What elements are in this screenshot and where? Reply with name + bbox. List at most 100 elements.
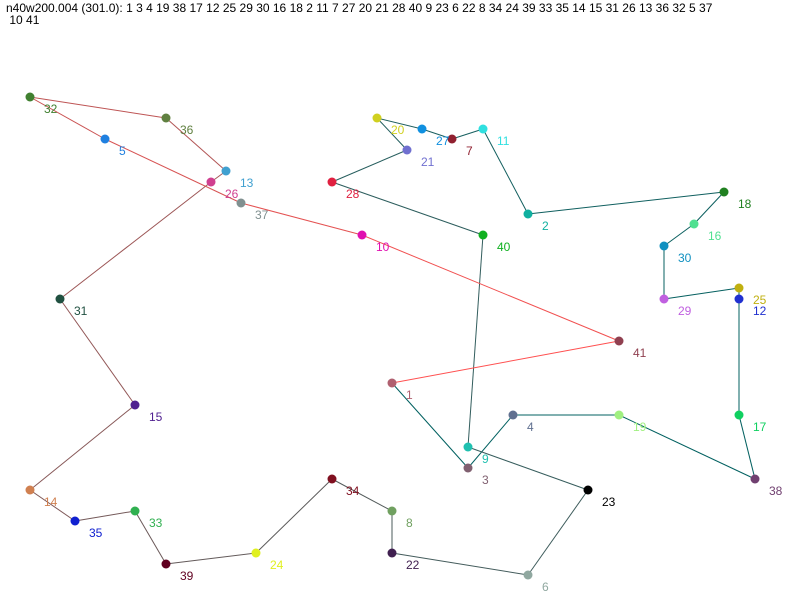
city-label: 20 <box>391 123 405 137</box>
city-label: 34 <box>346 484 360 498</box>
city-node <box>508 410 518 420</box>
tour-edge <box>376 117 423 130</box>
city-node <box>130 400 140 410</box>
tour-edge <box>134 510 167 565</box>
city-node <box>734 294 744 304</box>
city-node <box>372 113 382 123</box>
city-label: 8 <box>406 516 413 530</box>
city-node <box>55 294 65 304</box>
city-label: 30 <box>678 251 692 265</box>
city-node <box>463 442 473 452</box>
city-label: 13 <box>240 176 254 190</box>
city-node <box>734 283 744 293</box>
city-label: 38 <box>769 484 783 498</box>
city-label: 33 <box>149 516 163 530</box>
tour-edge <box>391 552 529 576</box>
city-node <box>719 187 729 197</box>
tour-edge <box>331 181 484 236</box>
city-node <box>25 92 35 102</box>
city-label: 18 <box>738 197 752 211</box>
city-label: 10 <box>376 240 390 254</box>
tour-edge <box>331 478 393 512</box>
city-node <box>734 410 744 420</box>
city-label: 28 <box>346 187 360 201</box>
city-node <box>100 134 110 144</box>
city-label: 40 <box>497 240 511 254</box>
city-label: 26 <box>225 187 239 201</box>
city-label: 39 <box>180 569 194 583</box>
tour-title: n40w200.004 (301.0): 1 3 4 19 38 17 12 2… <box>6 2 796 26</box>
tour-edge <box>391 382 469 469</box>
tour-edge <box>663 223 695 247</box>
city-node <box>161 559 171 569</box>
tour-edge <box>421 128 453 140</box>
city-label: 14 <box>44 495 58 509</box>
city-label: 31 <box>74 304 88 318</box>
city-node <box>70 516 80 526</box>
tour-edge <box>165 117 227 172</box>
city-label: 12 <box>753 304 767 318</box>
city-label: 25 <box>753 293 767 307</box>
city-node <box>161 113 171 123</box>
city-label: 36 <box>180 123 194 137</box>
city-node <box>236 198 246 208</box>
tour-edge <box>391 340 620 384</box>
tour-edge <box>467 446 589 491</box>
city-label: 16 <box>708 229 722 243</box>
city-node <box>387 378 397 388</box>
city-node <box>327 177 337 187</box>
tour-edge <box>331 149 408 183</box>
city-label: 15 <box>149 410 163 424</box>
city-node <box>659 241 669 251</box>
city-node <box>327 474 337 484</box>
tour-edge <box>738 414 756 480</box>
city-label: 37 <box>255 208 269 222</box>
city-node <box>523 570 533 580</box>
city-label: 29 <box>678 304 692 318</box>
city-node <box>750 474 760 484</box>
tour-edge <box>663 287 740 300</box>
city-label: 23 <box>602 495 616 509</box>
city-node <box>614 410 624 420</box>
city-node <box>221 166 231 176</box>
tour-edge <box>240 202 363 236</box>
title-line-1: n40w200.004 (301.0): 1 3 4 19 38 17 12 2… <box>6 1 713 15</box>
city-node <box>130 506 140 516</box>
city-label: 11 <box>497 134 510 148</box>
city-label: 41 <box>633 346 647 360</box>
title-line-2: 10 41 <box>9 13 40 27</box>
city-node <box>478 230 488 240</box>
tour-edge <box>527 191 725 215</box>
tour-edge <box>693 191 725 225</box>
city-node <box>206 177 216 187</box>
city-label: 27 <box>436 134 450 148</box>
tour-edge <box>29 96 167 119</box>
city-label: 6 <box>542 580 549 594</box>
tour-edge <box>255 478 333 554</box>
tour-edge <box>104 138 242 204</box>
city-label: 17 <box>753 420 767 434</box>
city-label: 21 <box>421 155 435 169</box>
city-node <box>387 548 397 558</box>
tour-edge <box>361 234 620 342</box>
tour-edge <box>74 510 136 522</box>
city-label: 5 <box>119 144 126 158</box>
tour-edge <box>482 128 529 215</box>
city-node <box>689 219 699 229</box>
city-label: 2 <box>542 219 549 233</box>
city-node <box>614 336 624 346</box>
city-node <box>659 294 669 304</box>
city-node <box>523 209 533 219</box>
tour-edge <box>467 414 514 469</box>
tour-edge <box>527 489 589 576</box>
city-label: 24 <box>270 558 284 572</box>
city-label: 4 <box>527 420 534 434</box>
tour-edge <box>165 552 257 565</box>
city-node <box>463 463 473 473</box>
city-node <box>357 230 367 240</box>
city-node <box>25 485 35 495</box>
tour-edge <box>29 96 106 140</box>
city-node <box>251 548 261 558</box>
city-label: 22 <box>406 558 420 572</box>
